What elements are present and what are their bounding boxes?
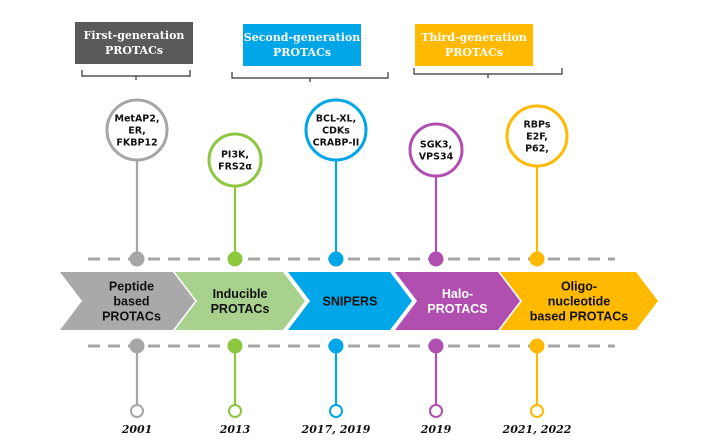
lower-dot [129, 338, 145, 354]
target-label: FRS2α [218, 162, 252, 173]
arrow-label: PROTACS [427, 302, 487, 316]
year-marker [530, 404, 544, 418]
year-label: 2017, 2019 [301, 423, 371, 436]
generation-subtitle: PROTACs [445, 46, 503, 59]
arrow-shape [288, 272, 412, 330]
generation-subtitle: PROTACs [273, 46, 331, 59]
arrow-label: based [113, 295, 149, 309]
arrow-label: PROTACs [102, 310, 161, 324]
arrow-label: Inducible [213, 287, 268, 301]
year-marker [130, 404, 144, 418]
year-marker [228, 404, 242, 418]
target-circle [105, 98, 169, 162]
arrow-label: based PROTACs [530, 310, 628, 324]
target-label: PI3K, [221, 150, 249, 161]
upper-dot [529, 251, 545, 267]
generation-box [415, 24, 533, 66]
year-marker [429, 404, 443, 418]
arrow-shape [395, 272, 520, 330]
upper-dot [328, 251, 344, 267]
generation-bracket [413, 68, 563, 78]
arrow-label: Peptide [109, 280, 154, 294]
year-label: 2021, 2022 [502, 423, 572, 436]
generation-subtitle: PROTACs [105, 44, 163, 57]
stage-arrows: PeptidebasedPROTACsInduciblePROTACsSNIPE… [60, 272, 658, 330]
target-label: BCL-XL, [316, 114, 356, 125]
upper-dot [428, 251, 444, 267]
year-marker [329, 404, 343, 418]
stage-arrow: SNIPERS [288, 272, 412, 330]
target-label: CRABP-II [313, 138, 360, 149]
generation-title: Second-generation [244, 31, 360, 44]
target-label: MetAP2, [115, 114, 160, 125]
year-label: 2019 [420, 423, 452, 436]
timeline-stem: PI3K,FRS2α [207, 132, 263, 418]
arrow-label: Halo- [442, 287, 473, 301]
year-labels: 2001 2013 2017, 2019 2019 2021, 2022 [121, 423, 572, 436]
year-label: 2013 [219, 423, 251, 436]
target-label: VPS34 [419, 152, 454, 163]
generation-box [75, 22, 193, 64]
arrow-shape [500, 272, 658, 330]
generation-bracket [231, 72, 389, 82]
target-circle [207, 132, 263, 188]
generation-box [243, 24, 361, 66]
arrow-label: PROTACs [211, 302, 270, 316]
target-label: SGK3, [420, 140, 452, 151]
target-label: ER, [128, 126, 146, 137]
arrow-shape [60, 272, 195, 330]
target-label: P62, [525, 144, 549, 155]
lower-dot [529, 338, 545, 354]
arrow-shape [175, 272, 305, 330]
timeline-stem: MetAP2,ER,FKBP12 [105, 98, 169, 418]
generation-title: First-generation [84, 29, 185, 42]
timeline-stems: MetAP2,ER,FKBP12PI3K,FRS2αBCL-XL,CDKsCRA… [105, 98, 569, 418]
generation-headers: First-generationPROTACsSecond-generation… [75, 22, 563, 82]
target-circle [505, 104, 569, 168]
stage-arrow: Halo-PROTACS [395, 272, 520, 330]
target-label: FKBP12 [116, 138, 157, 149]
lower-dot [428, 338, 444, 354]
year-label: 2001 [121, 423, 153, 436]
generation-bracket [81, 70, 191, 80]
timeline-stem: SGK3,VPS34 [408, 122, 464, 418]
generation-title: Third-generation [421, 31, 527, 44]
target-label: CDKs [322, 126, 350, 137]
target-circle [304, 98, 368, 162]
arrow-label: SNIPERS [323, 295, 378, 309]
target-label: RBPs [523, 120, 550, 131]
target-label: E2F, [526, 132, 548, 143]
target-circle [408, 122, 464, 178]
arrow-label: nucleotide [548, 295, 611, 309]
lower-dot [227, 338, 243, 354]
lower-dot [328, 338, 344, 354]
upper-dot [227, 251, 243, 267]
upper-dot [129, 251, 145, 267]
arrow-label: Oligo- [561, 280, 597, 294]
